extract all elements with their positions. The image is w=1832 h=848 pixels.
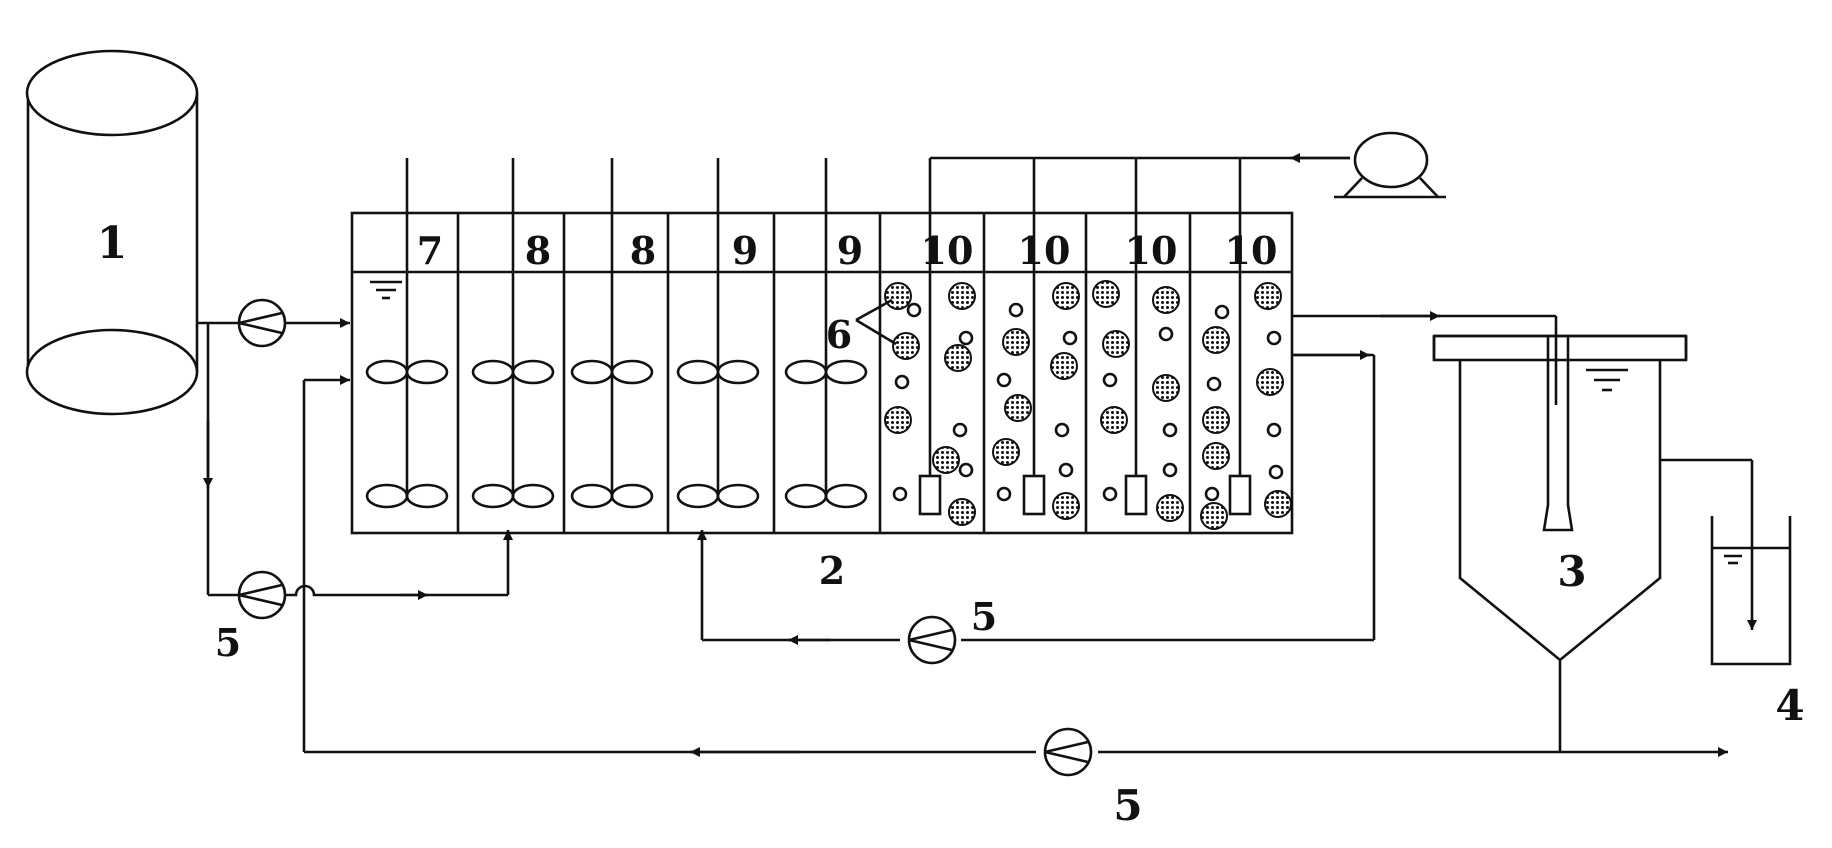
air-bubbles	[892, 302, 1284, 502]
label-tank: 1	[97, 218, 128, 269]
label-effluent: 4	[1775, 681, 1804, 730]
compartment-dividers	[456, 213, 1192, 533]
diffuser-icon	[918, 474, 1252, 516]
label-compartment-9: 10	[1225, 228, 1278, 273]
effluent-beaker	[1710, 516, 1792, 666]
feed-tank: 1	[25, 49, 199, 416]
label-pump-left: 5	[215, 620, 241, 665]
label-compartment-6: 10	[921, 228, 974, 273]
label-reactor: 2	[819, 548, 845, 593]
pump-icon	[1043, 727, 1093, 777]
sludge-return-pipes	[302, 375, 1728, 757]
label-compartment-1: 7	[417, 228, 443, 273]
water-level-icon	[1586, 368, 1628, 392]
pump-icon	[237, 298, 287, 348]
effluent-pipes	[1660, 458, 1757, 630]
air-pipes	[928, 153, 1350, 478]
settler: 3	[1432, 334, 1688, 662]
water-level-icon	[370, 280, 402, 300]
label-pump-middle: 5	[971, 594, 997, 639]
pump-icon	[907, 615, 957, 665]
feed-pipes	[197, 318, 513, 600]
label-pump-bottom: 5	[1113, 781, 1142, 830]
label-compartment-8: 10	[1125, 228, 1178, 273]
reactor: 7 8 8 9 9 10 10 10 10	[350, 153, 1350, 535]
label-compartment-7: 10	[1018, 228, 1071, 273]
reactor-outlet-pipes	[697, 311, 1558, 645]
carrier-callout: 6	[826, 298, 897, 357]
stirrer-shafts	[405, 158, 828, 496]
label-carrier: 6	[826, 312, 852, 357]
stirrer-icon	[365, 359, 868, 509]
pump-icon	[237, 570, 287, 620]
label-settler: 3	[1557, 547, 1586, 596]
blower-icon	[1334, 131, 1446, 199]
label-compartment-5: 9	[837, 228, 863, 273]
label-compartment-4: 9	[732, 228, 758, 273]
biofilm-carriers	[884, 280, 1292, 530]
label-compartment-3: 8	[630, 228, 656, 273]
label-compartment-2: 8	[525, 228, 551, 273]
